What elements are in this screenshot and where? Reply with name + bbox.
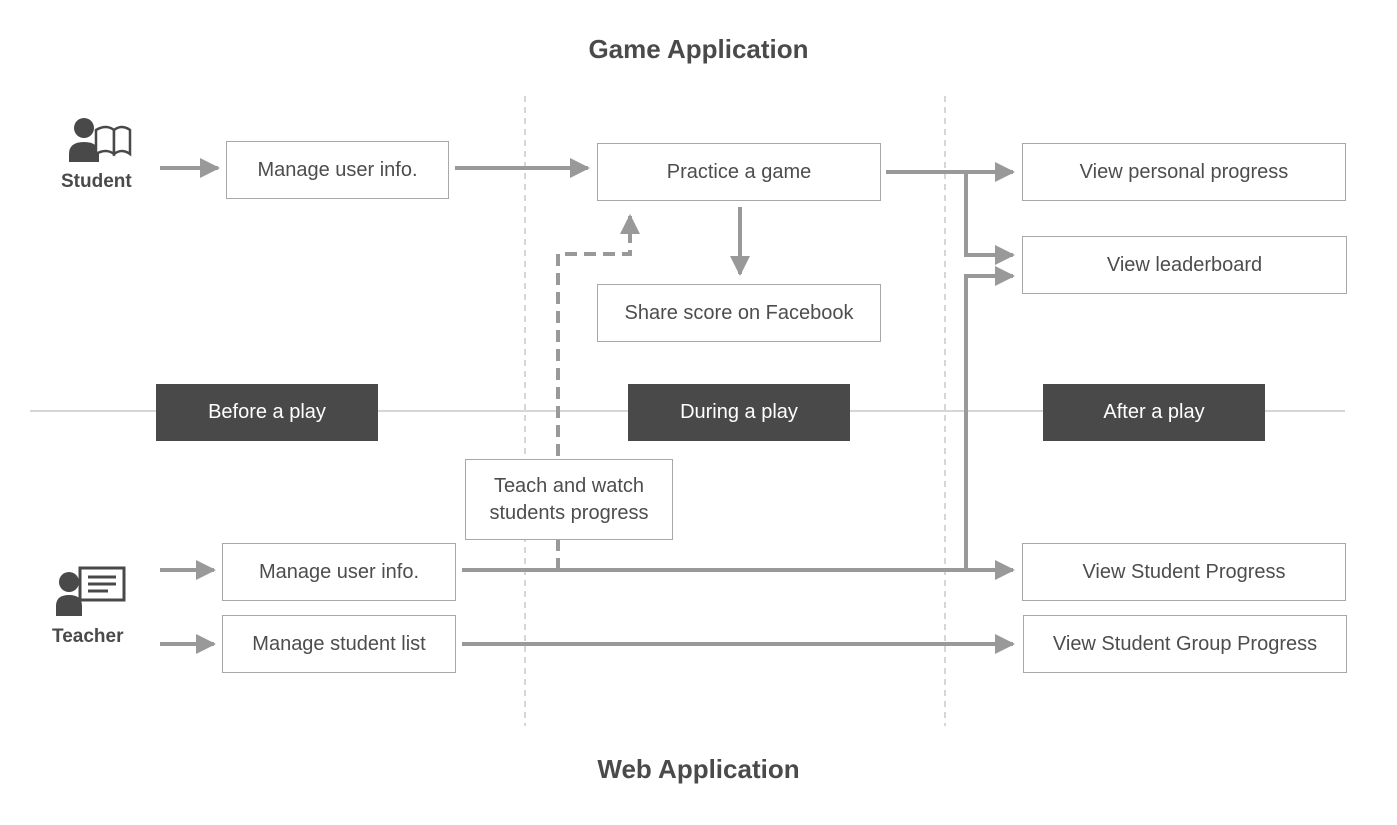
view-personal-progress-box: View personal progress: [1022, 143, 1346, 201]
teach-watch-box: Teach and watch students progress: [465, 459, 673, 540]
arrow-teacher-to-leaderboard: [964, 266, 1015, 570]
view-student-progress-box: View Student Progress: [1022, 543, 1346, 601]
view-leaderboard-box: View leaderboard: [1022, 236, 1347, 294]
student-manage-user-box: Manage user info.: [226, 141, 449, 199]
arrow-teach-to-practice: [556, 214, 640, 570]
phase-before: Before a play: [156, 384, 378, 441]
student-reading-icon: [69, 118, 132, 162]
teacher-board-icon: [56, 566, 126, 616]
web-application-title: Web Application: [597, 754, 800, 784]
phase-after: After a play: [1043, 384, 1265, 441]
teacher-manage-user-box: Manage user info.: [222, 543, 456, 601]
arrow-practice-to-leaderboard: [964, 172, 1015, 265]
student-label: Student: [61, 171, 132, 192]
game-application-title: Game Application: [588, 34, 809, 64]
manage-student-list-box: Manage student list: [222, 615, 456, 673]
phase-during: During a play: [628, 384, 850, 441]
view-group-progress-box: View Student Group Progress: [1023, 615, 1347, 673]
share-score-box: Share score on Facebook: [597, 284, 881, 342]
practice-game-box: Practice a game: [597, 143, 881, 201]
teacher-label: Teacher: [52, 626, 124, 647]
